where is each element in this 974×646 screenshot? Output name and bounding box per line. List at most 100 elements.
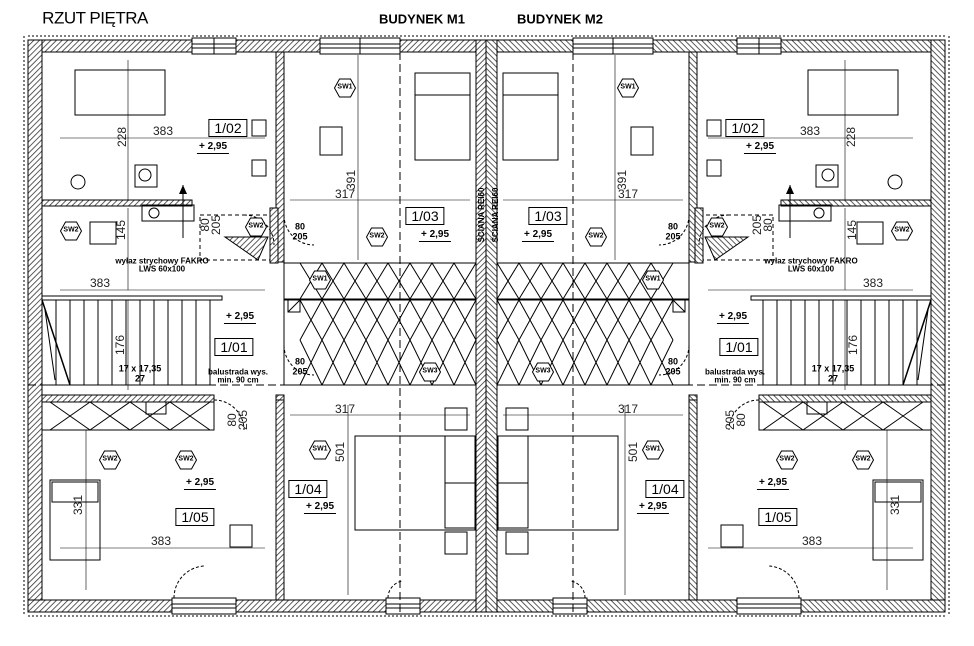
toilet-bowl bbox=[815, 164, 839, 188]
m1-room-number-r101: 1/01 bbox=[214, 338, 254, 356]
annotation-line: wyłaz strychowy FAKRO bbox=[115, 256, 209, 266]
arrow-icon bbox=[786, 185, 794, 194]
furniture bbox=[89, 221, 117, 245]
plan-line bbox=[409, 339, 433, 386]
plan-line bbox=[606, 299, 630, 341]
void-area bbox=[283, 262, 477, 300]
nightstand bbox=[505, 407, 529, 431]
hexagon-icon bbox=[99, 450, 121, 470]
plan-line bbox=[387, 299, 411, 341]
m1-level-mark-l103: + 2,95 bbox=[418, 229, 452, 242]
marker-text: SW1 bbox=[337, 83, 353, 91]
m2-room-number-r101: 1/01 bbox=[719, 338, 759, 356]
m2-dimension-dh3: 205 bbox=[723, 409, 737, 431]
hexagon-icon bbox=[891, 221, 913, 241]
door-swing bbox=[658, 344, 690, 376]
m2-level-mark-l103: + 2,95 bbox=[521, 229, 555, 242]
door-swing bbox=[283, 214, 315, 246]
attic-hatch bbox=[199, 214, 271, 261]
bathtub bbox=[74, 69, 166, 116]
m1-dimension-dh3: 205 bbox=[236, 409, 250, 431]
annotation-line: min. 90 cm bbox=[217, 376, 259, 385]
m2-window-marker-sw1c: SW1 bbox=[642, 440, 664, 460]
boiler-unit bbox=[778, 204, 832, 222]
annotation-line: 205 bbox=[665, 232, 681, 242]
void-area bbox=[496, 262, 690, 300]
plan-line bbox=[343, 262, 367, 300]
plan-line bbox=[365, 339, 389, 386]
balcony-door bbox=[385, 597, 421, 615]
door-swing bbox=[213, 399, 245, 431]
plan-line bbox=[387, 262, 411, 300]
m2-level-mark-l102: + 2,95 bbox=[743, 141, 777, 154]
desk bbox=[319, 126, 343, 156]
plan-line bbox=[365, 262, 389, 300]
m1-room-number-r104: 1/04 bbox=[288, 480, 328, 498]
vent-shaft bbox=[672, 299, 686, 313]
plan-line bbox=[628, 339, 652, 386]
plan-line bbox=[672, 299, 686, 313]
door-swing bbox=[698, 214, 730, 246]
m2-window-marker-sw3: SW3 bbox=[532, 362, 554, 382]
hexagon-icon bbox=[309, 270, 331, 290]
interior-wall bbox=[688, 51, 698, 263]
plan-line bbox=[562, 339, 586, 386]
m1-window-marker-sw1c: SW1 bbox=[309, 440, 331, 460]
m2-window-marker-sw2e: SW2 bbox=[776, 450, 798, 470]
interior-wall bbox=[275, 394, 285, 601]
hexagon-icon bbox=[309, 440, 331, 460]
m2-dimension-dh1: 205 bbox=[750, 214, 764, 236]
marker-text: SW2 bbox=[855, 455, 871, 463]
stair-landing-edge bbox=[41, 295, 223, 301]
attic-ladder bbox=[223, 236, 269, 261]
plan-line bbox=[299, 299, 323, 341]
hexagon-icon bbox=[532, 362, 554, 382]
hexagon-icon bbox=[585, 227, 607, 247]
marker-text: SW2 bbox=[588, 232, 604, 240]
toilet bbox=[138, 168, 152, 182]
m1-dimension-dh1: 205 bbox=[209, 214, 223, 236]
pillows bbox=[497, 435, 529, 529]
stair-void bbox=[758, 401, 932, 431]
attic-ladder bbox=[704, 236, 750, 261]
pillow bbox=[414, 72, 471, 96]
m2-level-mark-l104: + 2,95 bbox=[636, 501, 670, 514]
marker-text: SW1 bbox=[312, 445, 328, 453]
door-swing bbox=[283, 344, 315, 376]
m1-dimension-d317a: 317 bbox=[334, 187, 356, 201]
outer-wall-top bbox=[494, 39, 946, 53]
boiler-icon bbox=[148, 207, 160, 219]
marker-text: SW1 bbox=[645, 275, 661, 283]
outer-wall-top bbox=[27, 39, 479, 53]
hexagon-icon bbox=[776, 450, 798, 470]
washbasin bbox=[706, 159, 722, 177]
marker-text: SW2 bbox=[248, 222, 264, 230]
plan-line bbox=[802, 401, 844, 431]
partition-wall bbox=[269, 207, 279, 264]
plan-line bbox=[496, 299, 520, 341]
desk bbox=[720, 524, 744, 548]
m2-window-marker-sw2a: SW2 bbox=[585, 227, 607, 247]
plan-line bbox=[540, 339, 564, 386]
hexagon-icon bbox=[334, 78, 356, 98]
door-swing bbox=[728, 399, 760, 431]
partition-wall bbox=[694, 207, 704, 264]
m2-level-mark-l101: + 2,95 bbox=[716, 311, 750, 324]
plan-line bbox=[409, 299, 433, 341]
single-bed bbox=[414, 72, 471, 161]
partition-wall bbox=[780, 199, 932, 207]
hexagon-icon bbox=[706, 217, 728, 237]
stair-arrow bbox=[44, 309, 56, 381]
plan-line bbox=[842, 401, 884, 431]
plan-line bbox=[321, 299, 345, 341]
m1-room-number-r105: 1/05 bbox=[175, 508, 215, 526]
m2-dimension-d317b: 317 bbox=[617, 402, 639, 416]
washbasin bbox=[251, 119, 267, 137]
plan-line bbox=[606, 262, 630, 300]
plan-line bbox=[169, 401, 211, 431]
door-swing bbox=[243, 214, 275, 246]
marker-text: SW2 bbox=[894, 226, 910, 234]
vent-shaft bbox=[287, 299, 301, 313]
